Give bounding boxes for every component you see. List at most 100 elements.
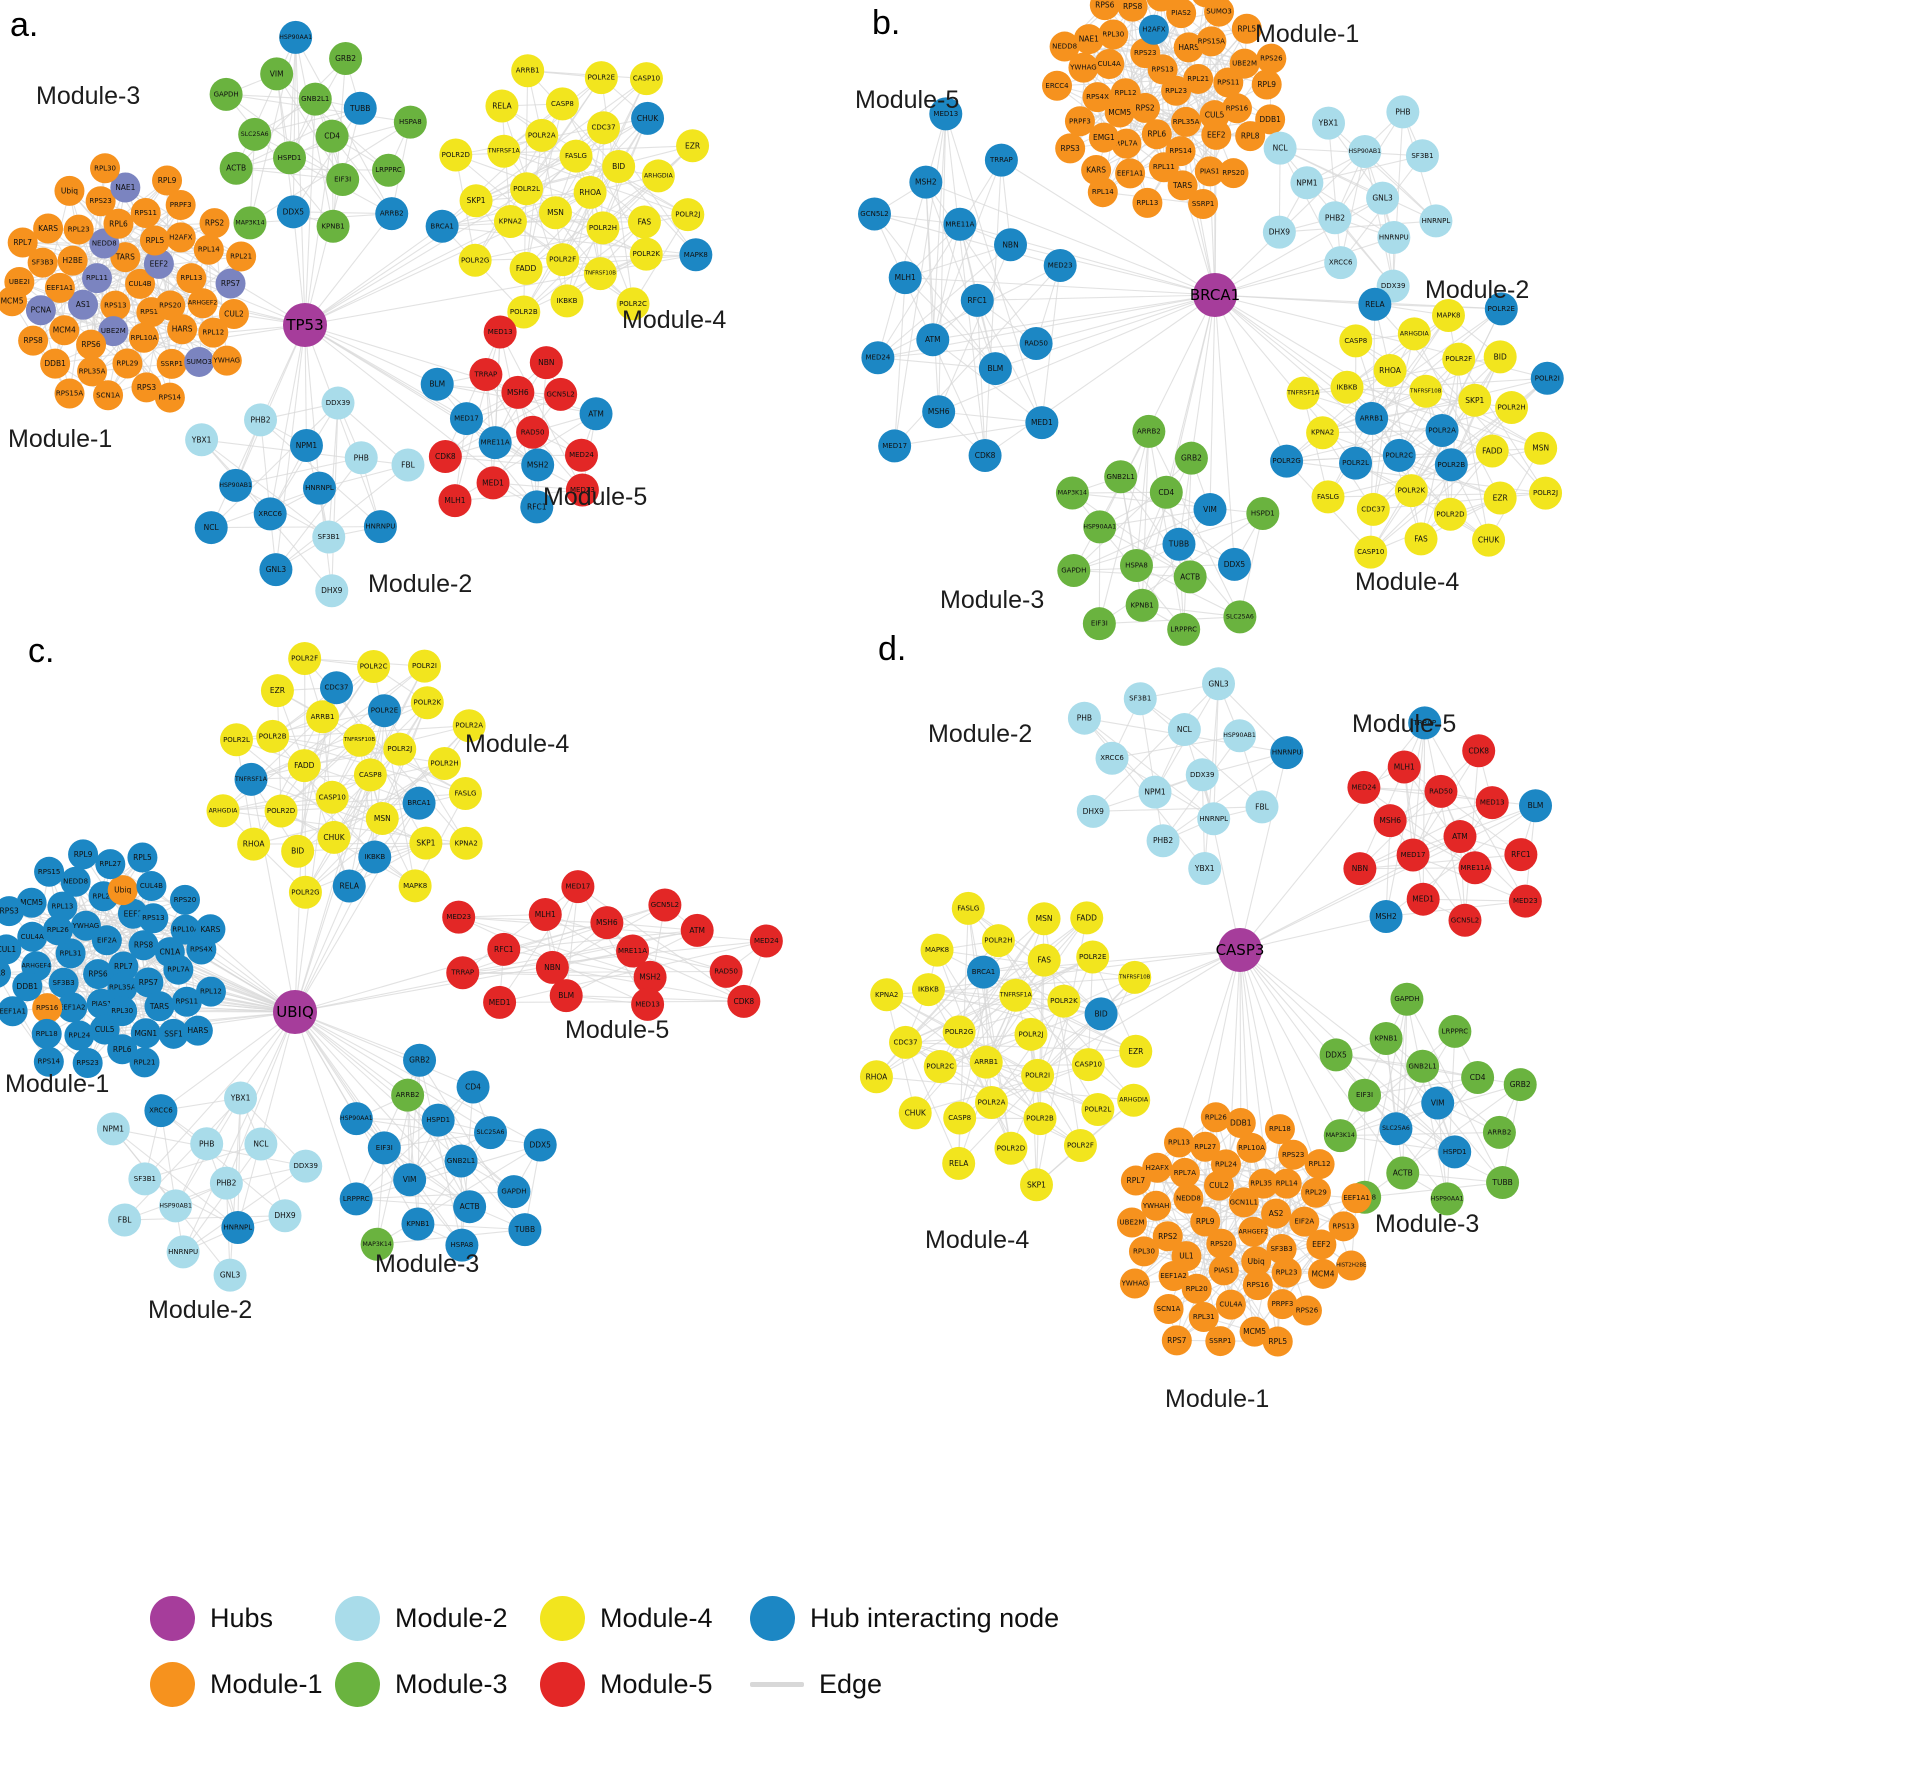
network-node[interactable] bbox=[1019, 1168, 1053, 1202]
network-node[interactable] bbox=[68, 289, 99, 320]
network-node[interactable] bbox=[870, 978, 904, 1012]
network-node[interactable] bbox=[1047, 984, 1081, 1018]
network-node[interactable] bbox=[999, 978, 1033, 1012]
network-node[interactable] bbox=[237, 827, 271, 861]
network-node[interactable] bbox=[1530, 361, 1564, 395]
network-node[interactable] bbox=[288, 641, 322, 675]
network-node[interactable] bbox=[579, 397, 613, 431]
network-node[interactable] bbox=[55, 938, 86, 969]
network-node[interactable] bbox=[193, 234, 224, 265]
network-node[interactable] bbox=[1482, 1115, 1516, 1149]
network-node[interactable] bbox=[584, 61, 618, 95]
network-node[interactable] bbox=[1443, 820, 1477, 854]
network-node[interactable] bbox=[1067, 701, 1101, 735]
network-node[interactable] bbox=[1163, 1127, 1194, 1158]
network-node[interactable] bbox=[442, 900, 476, 934]
network-node[interactable] bbox=[1255, 104, 1286, 135]
network-node[interactable] bbox=[1242, 1270, 1273, 1301]
network-node[interactable] bbox=[1369, 900, 1403, 934]
network-node[interactable] bbox=[1158, 1260, 1189, 1291]
network-node[interactable] bbox=[1239, 1316, 1270, 1347]
network-node[interactable] bbox=[403, 1043, 437, 1077]
network-node[interactable] bbox=[1524, 431, 1558, 465]
network-node[interactable] bbox=[420, 367, 454, 401]
network-node[interactable] bbox=[1185, 758, 1219, 792]
network-node[interactable] bbox=[561, 870, 595, 904]
network-node[interactable] bbox=[393, 1163, 427, 1197]
network-node[interactable] bbox=[107, 972, 138, 1003]
network-node[interactable] bbox=[978, 352, 1012, 386]
network-node[interactable] bbox=[365, 801, 399, 835]
network-node[interactable] bbox=[1434, 448, 1468, 482]
network-node[interactable] bbox=[343, 91, 377, 125]
network-node[interactable] bbox=[501, 375, 535, 409]
network-node[interactable] bbox=[1355, 401, 1389, 435]
network-node[interactable] bbox=[33, 1046, 64, 1077]
network-node[interactable] bbox=[1348, 1078, 1382, 1112]
network-node[interactable] bbox=[367, 1131, 401, 1165]
network-node[interactable] bbox=[1217, 547, 1251, 581]
network-node[interactable] bbox=[409, 826, 443, 860]
network-node[interactable] bbox=[100, 290, 131, 321]
network-node[interactable] bbox=[1229, 48, 1260, 79]
network-node[interactable] bbox=[1256, 43, 1287, 74]
network-node[interactable] bbox=[27, 247, 58, 278]
network-node[interactable] bbox=[288, 875, 322, 909]
network-node[interactable] bbox=[127, 842, 158, 873]
network-node[interactable] bbox=[1406, 882, 1440, 916]
network-node[interactable] bbox=[383, 732, 417, 766]
network-node[interactable] bbox=[1188, 189, 1219, 220]
network-node[interactable] bbox=[1173, 32, 1204, 63]
network-node[interactable] bbox=[1204, 0, 1235, 27]
network-node[interactable] bbox=[1386, 1156, 1420, 1190]
network-node[interactable] bbox=[520, 490, 554, 524]
network-node[interactable] bbox=[943, 1101, 977, 1135]
network-node[interactable] bbox=[259, 553, 293, 587]
network-node[interactable] bbox=[1228, 1187, 1259, 1218]
network-node[interactable] bbox=[469, 358, 503, 392]
network-node[interactable] bbox=[1188, 852, 1222, 886]
network-node[interactable] bbox=[219, 468, 253, 502]
network-node[interactable] bbox=[1278, 1139, 1309, 1170]
network-node[interactable] bbox=[1027, 902, 1061, 936]
network-node[interactable] bbox=[276, 195, 310, 229]
network-node[interactable] bbox=[1409, 374, 1443, 408]
network-node[interactable] bbox=[1424, 774, 1458, 808]
network-node[interactable] bbox=[107, 875, 138, 906]
network-node[interactable] bbox=[1261, 1198, 1292, 1229]
network-node[interactable] bbox=[1251, 69, 1282, 100]
network-node[interactable] bbox=[1167, 170, 1198, 201]
network-node[interactable] bbox=[155, 290, 186, 321]
network-node[interactable] bbox=[344, 441, 378, 475]
network-node[interactable] bbox=[478, 426, 512, 460]
network-node[interactable] bbox=[363, 510, 397, 544]
network-node[interactable] bbox=[339, 1102, 373, 1136]
network-node[interactable] bbox=[198, 317, 229, 348]
network-node[interactable] bbox=[279, 20, 313, 54]
network-node[interactable] bbox=[1225, 1108, 1256, 1139]
network-node[interactable] bbox=[538, 196, 572, 230]
network-node[interactable] bbox=[1339, 446, 1373, 480]
network-node[interactable] bbox=[1369, 1021, 1403, 1055]
network-node[interactable] bbox=[1098, 19, 1129, 50]
network-node[interactable] bbox=[920, 933, 954, 967]
network-node[interactable] bbox=[1221, 93, 1252, 124]
network-node[interactable] bbox=[1084, 997, 1118, 1031]
network-node[interactable] bbox=[0, 996, 28, 1027]
network-node[interactable] bbox=[312, 520, 346, 554]
network-node[interactable] bbox=[1166, 0, 1197, 29]
network-node[interactable] bbox=[0, 958, 11, 988]
network-node[interactable] bbox=[1206, 1228, 1237, 1259]
network-node[interactable] bbox=[452, 709, 486, 743]
network-node[interactable] bbox=[1070, 901, 1104, 935]
network-node[interactable] bbox=[449, 402, 483, 436]
network-node[interactable] bbox=[1071, 1048, 1105, 1082]
network-node[interactable] bbox=[627, 205, 661, 239]
network-node[interactable] bbox=[550, 284, 584, 318]
network-node[interactable] bbox=[497, 1175, 531, 1209]
network-node[interactable] bbox=[40, 348, 71, 379]
network-node[interactable] bbox=[1104, 460, 1138, 494]
network-node[interactable] bbox=[93, 380, 124, 411]
network-node[interactable] bbox=[1076, 940, 1110, 974]
network-node[interactable] bbox=[1132, 187, 1163, 218]
